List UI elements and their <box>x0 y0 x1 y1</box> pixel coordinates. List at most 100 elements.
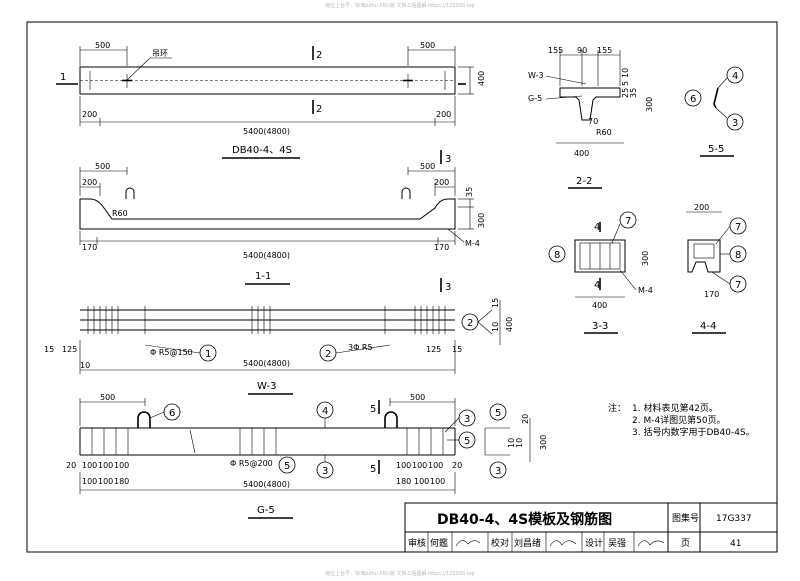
title-block: DB40-4、4S模板及钢筋图 图集号 17G337 页 41 审核 何鑑 校对… <box>404 502 778 553</box>
s22-dim-25: 25 <box>621 88 630 98</box>
g5-dim-100-b: 100 <box>98 461 113 470</box>
g5-bubble-3-right-text: 3 <box>464 414 470 425</box>
w3-rebar-3r5: 3Φ R5 <box>348 343 373 352</box>
s55-bubble-3 <box>726 113 744 131</box>
s33-m4-label: M-4 <box>638 286 653 295</box>
s44-bubble-8-text: 8 <box>735 250 741 261</box>
cut-mark-3-top: 3 <box>445 154 451 165</box>
section-1-1-title: 1-1 <box>255 271 271 282</box>
g5-dim-100-f: 100 <box>396 461 411 470</box>
s33-bubble-7-text: 7 <box>625 216 631 227</box>
s11-dim-500-left: 500 <box>95 162 110 171</box>
watermark-bottom: 拖拉上台号，标准pdfui PRO版 文档工程图解 https://121000… <box>325 571 475 577</box>
plan-dim-500-left: 500 <box>95 41 110 50</box>
rebar-w3-view: Φ R5@150 1 2 3Φ R5 15 125 125 15 10 5400… <box>44 298 514 395</box>
s55-bubble-6-text: 6 <box>690 94 696 105</box>
page-no: 41 <box>730 539 741 549</box>
reviewer-signature <box>455 540 481 547</box>
w3-dim-125-left: 125 <box>62 345 77 354</box>
g5-side-dim-20: 20 <box>521 414 530 424</box>
s11-dim-500-right: 500 <box>420 162 435 171</box>
designer-name: 吴强 <box>608 538 626 549</box>
cut-mark-4-top: 4 <box>594 222 600 233</box>
cut-mark-2-bottom: 2 <box>316 104 322 115</box>
cut-mark-5-bottom: 5 <box>370 464 376 475</box>
s22-dim-155-left: 155 <box>548 46 563 55</box>
g5-side-bubble-5-text: 5 <box>495 408 501 419</box>
s22-dim-155-right: 155 <box>597 46 612 55</box>
section-3-3-title: 3-3 <box>592 321 608 332</box>
s22-dim-70: 70 <box>588 117 598 126</box>
s33-bubble-8-text: 8 <box>554 250 560 261</box>
g5-side-dim-10b: 10 <box>515 438 524 448</box>
cut-mark-1-left: 1 <box>60 72 66 83</box>
plan-view-title: DB40-4、4S <box>232 145 292 156</box>
g5-bubble-4-text: 4 <box>322 406 328 417</box>
section-5-5: 4 6 3 5-5 <box>684 66 744 157</box>
s44-dim-170: 170 <box>704 290 719 299</box>
atlas-no-label: 图集号 <box>672 512 699 524</box>
g5-dim-100-i: 100 <box>414 477 429 486</box>
s11-dim-35: 35 <box>465 187 474 197</box>
review-label: 审核 <box>408 537 426 549</box>
g5-side-bubble-5 <box>489 403 507 421</box>
g5-dim-180-right: 180 <box>396 477 411 486</box>
note-3: 3. 括号内数字用于DB40-4S。 <box>632 426 755 438</box>
plan-dim-200-left: 200 <box>82 110 97 119</box>
g5-dim-100-c: 100 <box>114 461 129 470</box>
s22-w3-label: W-3 <box>528 71 544 80</box>
g5-side-dim-300: 300 <box>539 435 548 450</box>
s22-dim-300: 300 <box>645 97 654 112</box>
atlas-no: 17G337 <box>716 514 752 524</box>
g5-bubble-3-bottom-text: 3 <box>322 466 328 477</box>
g5-bubble-5-right-text: 5 <box>464 436 470 447</box>
g5-dim-100-g: 100 <box>412 461 427 470</box>
g5-dim-20-left: 20 <box>66 461 76 470</box>
cut-mark-3-bottom: 3 <box>445 282 451 293</box>
s11-dim-170-left: 170 <box>82 243 97 252</box>
w3-dim-10: 10 <box>80 361 90 370</box>
g5-dim-180-left: 180 <box>114 477 129 486</box>
g5-bubble-5-bottom <box>278 456 296 474</box>
s33-dim-400: 400 <box>592 301 607 310</box>
s55-bubble-3-text: 3 <box>732 118 738 129</box>
note-2: 2. M-4详图见第50页。 <box>632 414 726 426</box>
w3-bubble-1-text: 1 <box>205 349 211 360</box>
note-1: 1. 材料表见第42页。 <box>632 402 718 414</box>
w3-rebar-spacing-150: Φ R5@150 <box>150 348 193 357</box>
s11-dim-200-right: 200 <box>434 178 449 187</box>
w3-side-bubble-2-text: 2 <box>467 318 473 329</box>
checker-name: 刘昌绪 <box>514 537 541 549</box>
w3-bubble-1 <box>199 344 217 362</box>
g5-dim-100-a: 100 <box>82 461 97 470</box>
g5-dim-100-h: 100 <box>428 461 443 470</box>
s33-dim-300: 300 <box>641 251 650 266</box>
s44-bubble-7-top-text: 7 <box>735 222 741 233</box>
cut-mark-4-bottom: 4 <box>594 280 600 291</box>
g5-side-bubble-3-text: 3 <box>495 466 501 477</box>
m4-label-s11: M-4 <box>465 239 480 248</box>
hang-ring-label: 吊环 <box>152 49 168 58</box>
g5-dim-100-d: 100 <box>82 477 97 486</box>
cut-mark-2-top: 2 <box>316 50 322 61</box>
s22-dim-5: 5 <box>621 81 630 86</box>
s55-bubble-6 <box>684 89 702 107</box>
s11-dim-5400: 5400(4800) <box>243 251 290 260</box>
w3-title: W-3 <box>257 381 276 392</box>
section-2-2: 155 90 155 W-3 G-5 R60 70 25 5 10 35 300… <box>528 46 654 189</box>
w3-dim-15-left: 15 <box>44 345 54 354</box>
s33-bubble-8 <box>548 245 566 263</box>
s44-dim-200: 200 <box>694 203 709 212</box>
designer-signature <box>637 540 665 547</box>
section-4-4: 200 7 8 7 170 4-4 <box>686 203 747 334</box>
w3-bubble-2-text: 2 <box>325 349 331 360</box>
section-3-3: 4 4 8 7 M-4 400 300 3-3 <box>548 211 653 334</box>
g5-dim-500-left: 500 <box>100 393 115 402</box>
w3-side-dim-400: 400 <box>505 317 514 332</box>
sheet-frame <box>26 21 778 553</box>
s55-bubble-4-text: 4 <box>732 71 738 82</box>
plan-dim-500-right: 500 <box>420 41 435 50</box>
s22-dim-90: 90 <box>577 46 587 55</box>
plan-dim-200-right: 200 <box>436 110 451 119</box>
